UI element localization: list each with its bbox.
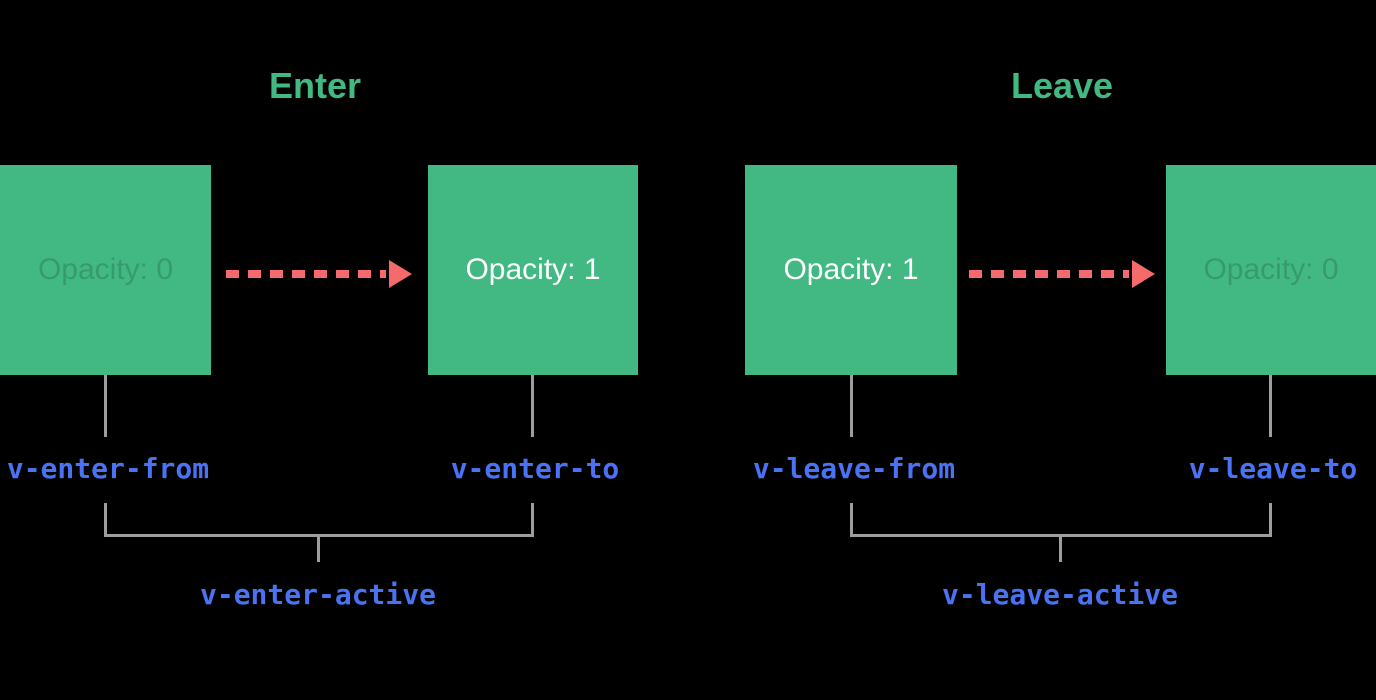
leave-active-bracket [850,503,1272,537]
opacity-label: Opacity: 1 [465,253,601,286]
leave-from-class-label: v-leave-from [752,452,956,485]
enter-to-class-label: v-enter-to [450,452,620,485]
enter-from-class-label: v-enter-from [6,452,210,485]
opacity-label: Opacity: 0 [37,253,174,286]
arrow-head-icon [389,260,412,288]
leave-to-box: Opacity: 0 [1166,165,1376,375]
leave-dashed-arrow [969,270,1129,278]
enter-active-bracket-stub [317,537,320,562]
enter-active-class-label: v-enter-active [199,578,436,611]
leave-active-bracket-stub [1059,537,1062,562]
leave-to-connector-line [1269,375,1272,437]
leave-from-connector-line [850,375,853,437]
enter-from-connector-line [104,375,107,437]
enter-from-box: Opacity: 0 [0,165,211,375]
leave-to-class-label: v-leave-to [1188,452,1358,485]
enter-dashed-arrow [226,270,386,278]
leave-active-class-label: v-leave-active [941,578,1178,611]
leave-from-box: Opacity: 1 [745,165,957,375]
opacity-label: Opacity: 1 [783,253,919,286]
enter-active-bracket [104,503,534,537]
opacity-label: Opacity: 0 [1203,253,1339,286]
enter-panel-title: Enter [268,65,362,106]
leave-panel-title: Leave [1010,65,1114,106]
enter-to-connector-line [531,375,534,437]
arrow-head-icon [1132,260,1155,288]
enter-to-box: Opacity: 1 [428,165,638,375]
